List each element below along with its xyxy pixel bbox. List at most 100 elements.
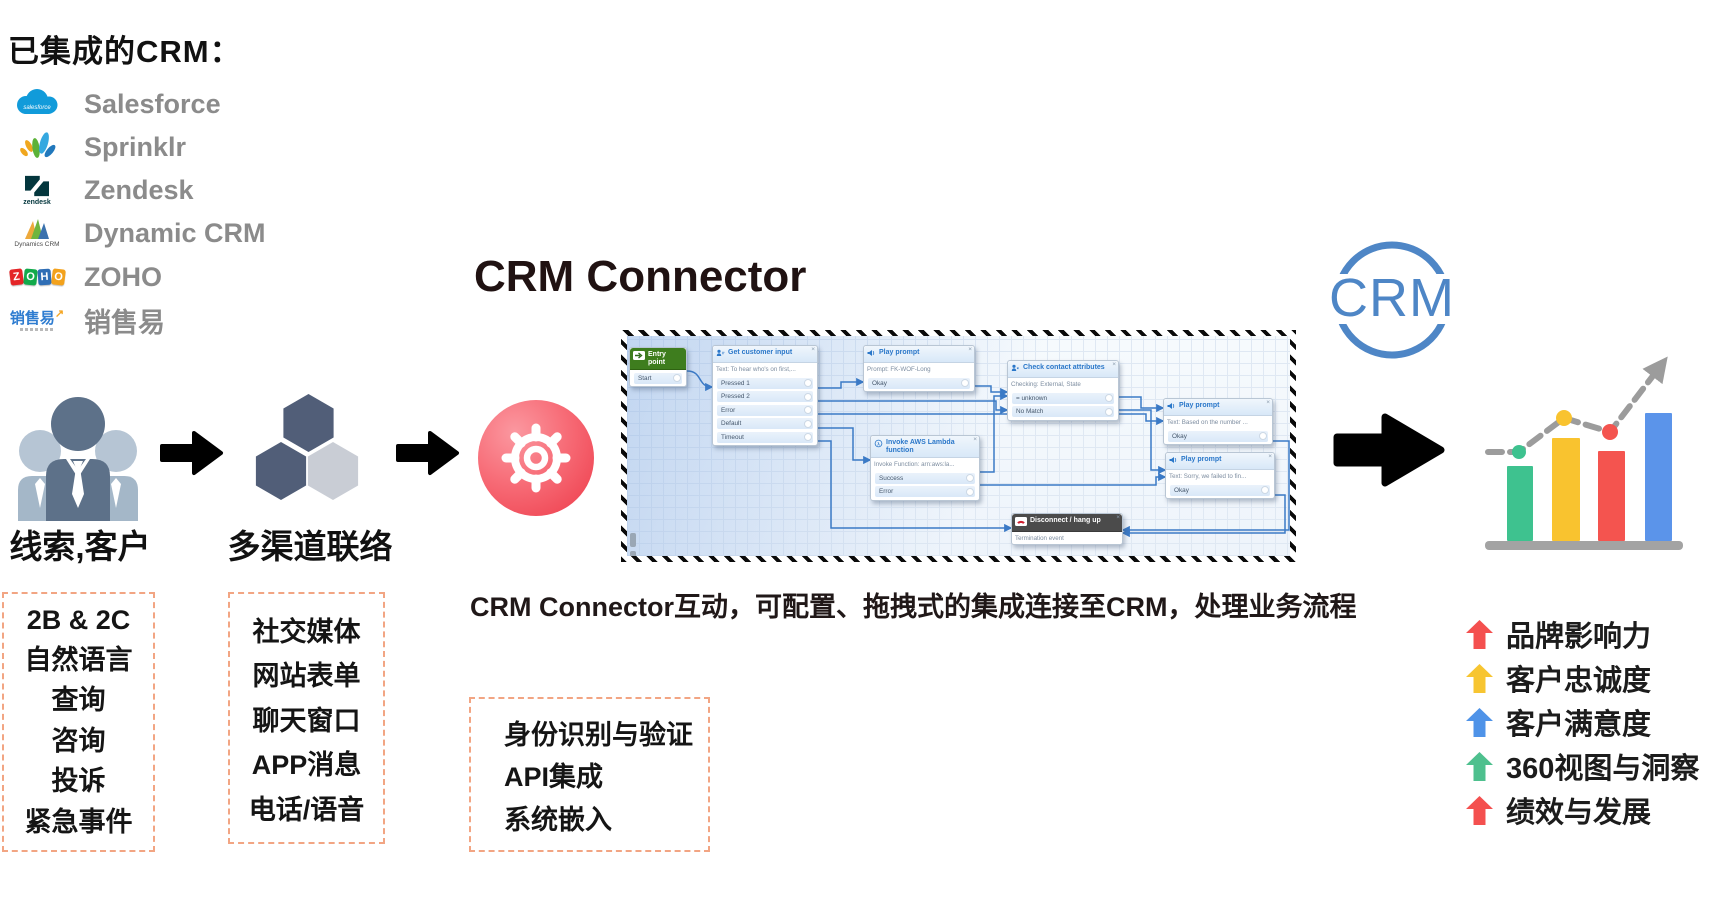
zoho-letter-tile: O (50, 268, 66, 286)
flow-node-disconnect: Disconnect / hang up × Termination event (1011, 513, 1123, 546)
flow-node-desc: Checking: External, State (1011, 380, 1081, 388)
bar-blue (1645, 413, 1672, 541)
list-item: 系统嵌入 (504, 804, 612, 835)
list-item: 查询 (51, 685, 106, 716)
outcome-label: 客户忠诚度 (1506, 665, 1652, 697)
up-arrow-icon (1466, 707, 1493, 737)
outcome-row: 品牌影响力 (1466, 612, 1699, 656)
chart-baseline (1485, 541, 1683, 550)
flow-scrollbar-mark (630, 533, 636, 547)
flow-node-row: Okay (1170, 484, 1270, 496)
list-item: 投诉 (51, 766, 106, 797)
multichannel-hexagons-icon (255, 394, 359, 500)
svg-text:λ: λ (877, 441, 880, 446)
trend-dot-green (1512, 445, 1526, 459)
zoho-letter-tile: O (22, 268, 38, 286)
svg-text:salesforce: salesforce (23, 105, 51, 111)
customers-people-icon (18, 397, 138, 521)
zoho-letter-tile: H (36, 268, 52, 286)
list-item: 聊天窗口 (252, 705, 361, 736)
flow-node-row: Error (717, 404, 813, 416)
zoho-letter-tile: Z (8, 268, 24, 286)
flow-arrow-icon (160, 431, 223, 475)
dynamics-crm-logo: Dynamics CRM (8, 218, 66, 248)
bar-red (1598, 451, 1625, 541)
close-icon: × (973, 436, 977, 443)
vendor-name: ZOHO (84, 261, 162, 292)
list-item: API集成 (504, 762, 604, 792)
channels-detail-box: 社交媒体 网站表单 聊天窗口 APP消息 电话/语音 (228, 592, 385, 844)
vendor-name: Sprinklr (84, 131, 187, 162)
list-item: 身份识别与验证 (504, 719, 693, 750)
flow-node-row: Default (717, 418, 813, 430)
outcome-label: 绩效与发展 (1506, 797, 1652, 829)
close-icon: × (1268, 453, 1272, 460)
close-icon: × (968, 346, 972, 353)
outcome-row: 客户忠诚度 (1466, 656, 1699, 700)
flow-node-invoke-lambda: λ Invoke AWS Lambda function × Invoke Fu… (870, 435, 980, 501)
flow-node-title: Play prompt (879, 348, 920, 356)
xiaoshouyi-slogan-mark (19, 328, 54, 331)
outcome-label: 360视图与洞察 (1506, 753, 1700, 785)
crm-circle-logo: CRM (1317, 241, 1467, 359)
contact-check-icon (1011, 364, 1020, 375)
flow-node-check-contact: Check contact attributes × Checking: Ext… (1007, 360, 1119, 421)
flow-node-title: Play prompt (1181, 455, 1222, 463)
speaker-icon (1167, 402, 1176, 413)
vendor-row-xiaoshouyi: 销售易↗ 销售易 (8, 300, 165, 340)
vendor-row-zendesk: zendesk Zendesk (8, 170, 193, 210)
sprinklr-splash-logo (8, 130, 66, 164)
customer-input-icon (716, 349, 725, 360)
zendesk-logo-text: zendesk (23, 199, 51, 206)
connector-gear-icon (478, 400, 594, 516)
list-item: 网站表单 (252, 661, 361, 691)
close-icon: × (1266, 399, 1270, 406)
flow-arrow-icon (396, 431, 459, 475)
lambda-icon: λ (874, 439, 883, 451)
speaker-icon (1169, 456, 1178, 467)
connector-caption: CRM Connector互动，可配置、拖拽式的集成连接至CRM，处理业务流程 (470, 592, 1357, 622)
multichannel-label: 多渠道联络 (227, 528, 393, 565)
flow-arrow-icon-large (1333, 413, 1445, 487)
salesforce-cloud-logo: salesforce (8, 87, 66, 121)
outcome-row: 绩效与发展 (1466, 788, 1699, 832)
vendor-row-zoho: Z O H O ZOHO (8, 257, 162, 297)
xiaoshouyi-logo: 销售易↗ (8, 309, 66, 331)
flow-node-play-prompt-1: Play prompt × Prompt: FK-WOF-Long Okay (863, 345, 975, 393)
trend-dot-yellow (1556, 410, 1572, 426)
leads-customers-label: 线索,客户 (9, 528, 151, 565)
integrated-crm-heading: 已集成的CRM： (8, 34, 242, 69)
outcome-label: 品牌影响力 (1506, 621, 1652, 653)
flow-connection-lines (686, 370, 1290, 538)
flow-node-play-prompt-2: Play prompt × Text: Based on the number … (1163, 398, 1273, 446)
flow-node-desc: Text: Sorry, we failed to fin... (1169, 472, 1247, 480)
entry-arrow-icon (633, 350, 645, 363)
close-icon: × (1116, 514, 1120, 521)
disconnect-phone-icon (1015, 516, 1027, 529)
vendor-name: Dynamic CRM (84, 217, 266, 248)
flow-node-row: = unknown (1012, 392, 1114, 404)
flow-node-get-customer-input: Get customer input × Text: To hear who's… (712, 345, 818, 447)
vendor-row-salesforce: salesforce Salesforce (8, 84, 221, 124)
flow-node-play-prompt-3: Play prompt × Text: Sorry, we failed to … (1165, 452, 1275, 500)
list-item: 紧急事件 (24, 806, 133, 837)
xiaoshouyi-arrow-icon: ↗ (54, 308, 65, 320)
list-item: APP消息 (251, 750, 362, 780)
outcome-row: 360视图与洞察 (1466, 744, 1699, 788)
flow-node-title: Disconnect / hang up (1030, 516, 1101, 524)
zoho-logo: Z O H O (8, 268, 66, 286)
list-item: 社交媒体 (252, 616, 361, 647)
flow-node-desc: Prompt: FK-WOF-Long (867, 365, 931, 373)
flowchart-screenshot: Entry point Start Get customer input × T… (621, 330, 1296, 562)
up-arrow-icon (1466, 795, 1493, 825)
close-icon: × (1112, 361, 1116, 368)
flow-node-desc: Text: Based on the number ... (1167, 418, 1248, 426)
outcome-label: 客户满意度 (1506, 709, 1652, 741)
flow-node-desc: Invoke Function: arn:aws:la... (874, 460, 955, 468)
flow-node-row: No Match (1012, 406, 1114, 418)
up-arrow-icon (1466, 751, 1493, 781)
outcome-row: 客户满意度 (1466, 700, 1699, 744)
list-item: 咨询 (51, 725, 106, 756)
flow-node-row: Pressed 1 (717, 377, 813, 389)
flow-node-title: Entry point (648, 350, 666, 366)
